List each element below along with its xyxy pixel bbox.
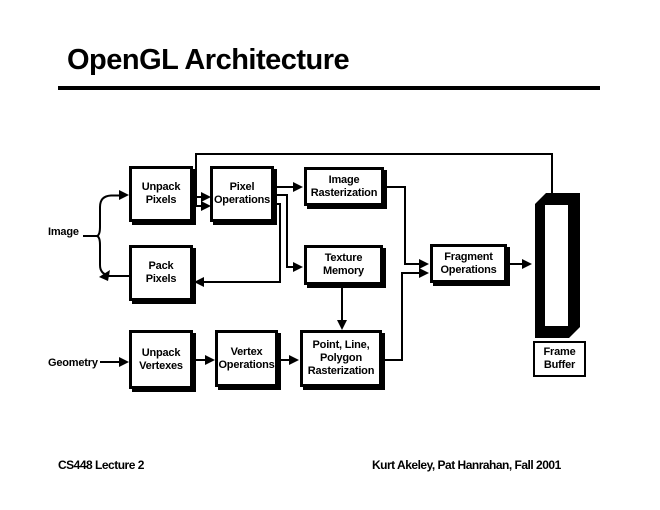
arrowhead (99, 270, 110, 281)
connector-vertex-operations-to-point-line-polygon (278, 355, 299, 365)
arrowhead (289, 355, 299, 365)
box-frame-buffer-label: Frame Buffer (533, 341, 586, 377)
box-image-rasterization: Image Rasterization (304, 167, 384, 206)
connector-pixel-operations-to-texture-memory (274, 194, 303, 272)
title-underline (58, 86, 600, 90)
label-geometry: Geometry (48, 357, 98, 369)
box-texture-memory: Texture Memory (304, 245, 383, 285)
page-title: OpenGL Architecture (67, 44, 350, 76)
arrowhead (194, 277, 204, 287)
frame-buffer-shape (535, 193, 580, 338)
arrowhead (201, 201, 211, 211)
connector-unpack-pixels-to-pixel-operations (193, 192, 211, 202)
footer-authors: Kurt Akeley, Pat Hanrahan, Fall 2001 (372, 458, 561, 472)
box-pixel-operations: Pixel Operations (210, 166, 274, 222)
arrowhead (205, 355, 215, 365)
arrowhead (419, 268, 429, 278)
footer-course: CS448 Lecture 2 (58, 458, 144, 472)
arrowhead (293, 182, 303, 192)
arrowhead (119, 357, 129, 367)
connector-unpack-vertexes-to-vertex-operations (193, 355, 215, 365)
connector-image-rasterization-to-fragment-operations (384, 186, 429, 269)
box-unpack-pixels: Unpack Pixels (129, 166, 193, 222)
connector-pixel-operations-to-pack-pixels (194, 203, 281, 287)
arrowhead (522, 259, 532, 269)
connector-geometry-to-unpack-vertexes (100, 357, 129, 367)
arrowhead (337, 320, 347, 330)
arrowhead (419, 259, 429, 269)
label-image: Image (48, 226, 79, 238)
arrowhead (119, 190, 129, 200)
box-unpack-vertexes: Unpack Vertexes (129, 330, 193, 389)
connector-point-line-polygon-to-fragment-operations (382, 268, 429, 361)
arrowhead (293, 262, 303, 272)
box-point-line-polygon-rasterization: Point, Line, Polygon Rasterization (300, 330, 382, 387)
connector-texture-memory-to-point-line-polygon (337, 285, 347, 330)
box-fragment-operations: Fragment Operations (430, 244, 507, 283)
connector-pixel-operations-to-image-rasterization (274, 182, 303, 192)
arrowhead (201, 192, 211, 202)
connector-frame-buffer-to-pixel-operations (195, 153, 553, 211)
connector-image-brace (83, 190, 131, 281)
box-vertex-operations: Vertex Operations (215, 330, 278, 387)
connector-fragment-operations-to-frame-buffer (507, 259, 532, 269)
box-pack-pixels: Pack Pixels (129, 245, 193, 301)
